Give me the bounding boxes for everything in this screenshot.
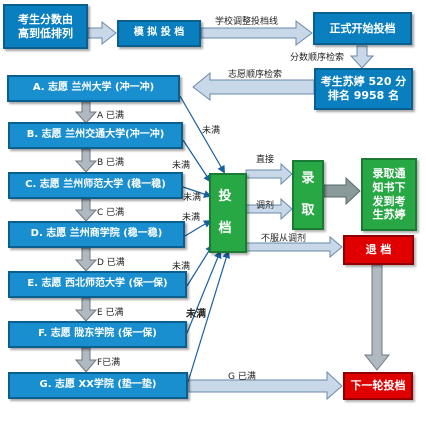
- arrow-c-to-d: [74, 198, 98, 222]
- arrow-a-to-b: [74, 101, 98, 124]
- choice-down-arrows: [74, 101, 98, 373]
- arrow-student-to-choice-a: [192, 71, 315, 102]
- label-not-full-d: 未满: [183, 193, 202, 203]
- label-b-full: B 已满: [97, 158, 125, 168]
- ranking-box: 考生分数由 高到低排列: [3, 4, 88, 49]
- choice-c: C. 志愿 兰州师范大学 (稳一稳): [8, 172, 183, 199]
- arrow-g-not-full: [187, 250, 231, 383]
- choice-e: E. 志愿 西北师范大学 (保一保): [8, 271, 187, 298]
- next-round-box: 下一轮投档: [343, 372, 413, 400]
- arrow-simulate-to-start: [200, 20, 313, 46]
- label-adjust: 调剂: [256, 201, 275, 211]
- label-not-full-b: 未满: [172, 161, 191, 171]
- label-not-full-c: 未满: [182, 213, 201, 223]
- arrow-a-not-full: [179, 95, 226, 174]
- label-no-adjust: 不服从调剂: [261, 234, 307, 244]
- label-d-full: D 已满: [97, 258, 125, 268]
- arrow-f-not-full: [186, 250, 222, 334]
- choice-b: B. 志愿 兰州交通大学(冲一冲): [8, 122, 183, 149]
- arrow-b-not-full: [182, 139, 212, 183]
- simulate-box: 模 拟 投 档: [117, 20, 201, 47]
- student-box: 考生苏婷 520 分 排名 9958 名: [314, 68, 413, 110]
- admit-box: 录取通 知书下 发到考 生苏婷: [361, 158, 417, 231]
- arrow-ranking-to-simulate: [87, 20, 117, 46]
- tou-dang-text: 投 档: [218, 188, 238, 237]
- choice-g: G. 志愿 XX学院 (垫一垫): [8, 372, 188, 399]
- start-box: 正式开始投档: [313, 12, 412, 45]
- arrow-e-to-f: [74, 297, 98, 322]
- arrow-c-not-full: [182, 186, 212, 198]
- label-c-full: C 已满: [97, 208, 125, 218]
- arrow-adjust: [245, 197, 293, 221]
- arrow-f-to-g: [74, 347, 98, 373]
- arrow-g-to-next: [188, 370, 343, 401]
- label-school-adjust: 学校调整投档线: [215, 17, 279, 27]
- choice-d: D. 志愿 兰州商学院 (稳一稳): [8, 221, 185, 248]
- label-score-search: 分数顺序检索: [290, 53, 345, 63]
- label-e-full: E 已满: [97, 308, 124, 318]
- label-not-full-f: 未满: [186, 309, 206, 320]
- lu-qu-box: 录 取: [292, 160, 324, 230]
- arrow-e-not-full: [186, 244, 214, 287]
- label-not-full-e: 未满: [172, 262, 191, 272]
- label-a-full: A 已满: [97, 111, 125, 121]
- label-direct: 直接: [256, 155, 275, 165]
- arrow-d-not-full: [184, 219, 212, 237]
- arrow-direct: [245, 162, 293, 186]
- arrow-start-to-student: [349, 45, 375, 69]
- label-not-full-a: 未满: [202, 126, 221, 136]
- arrow-admit: [323, 176, 361, 206]
- reject-box: 退 档: [343, 235, 414, 265]
- arrow-b-to-c: [74, 148, 98, 173]
- not-full-arrows: [179, 95, 231, 383]
- label-g-full: G 已满: [228, 372, 256, 382]
- label-f-full: F已满: [97, 358, 121, 368]
- label-choice-search: 志愿顺序检索: [228, 70, 283, 80]
- arrow-reject-to-next: [363, 264, 391, 371]
- lu-qu-text: 录 取: [301, 170, 315, 219]
- choice-a: A. 志愿 兰州大学 (冲一冲): [7, 75, 180, 102]
- choice-f: F. 志愿 陇东学院 (保一保): [8, 321, 187, 348]
- tou-dang-box: 投 档: [209, 173, 247, 253]
- arrow-d-to-e: [74, 247, 98, 272]
- arrow-no-adjust: [245, 235, 343, 259]
